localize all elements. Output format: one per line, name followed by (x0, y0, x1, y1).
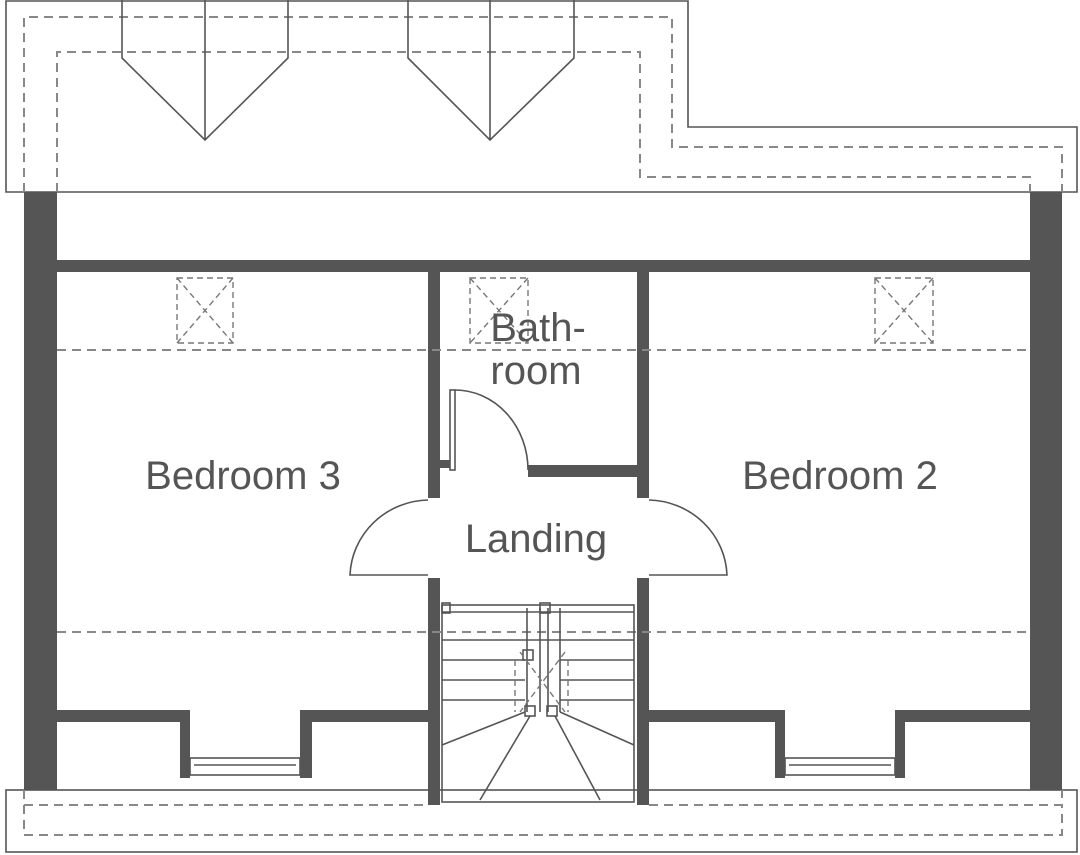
room-label-bedroom-3: Bedroom 3 (145, 454, 341, 498)
dormer-right (407, 0, 575, 142)
landing-door-swings-icon (349, 499, 728, 576)
walls (24, 192, 1062, 805)
skylight-icon (176, 277, 234, 344)
room-label-bedroom-2: Bedroom 2 (742, 454, 938, 498)
roof-outline (5, 0, 1078, 193)
room-label-bathroom-line2: room (490, 349, 581, 393)
bathroom-door-icon (449, 389, 529, 471)
ceiling-slope-lines (57, 349, 1030, 633)
staircase-icon (441, 602, 635, 803)
room-label-landing: Landing (465, 517, 607, 561)
skylight-icon (874, 277, 934, 344)
window-right (784, 757, 896, 776)
dormer-left (121, 0, 289, 142)
room-label-bathroom-line1: Bath- (490, 306, 586, 350)
bottom-eaves (5, 789, 1078, 853)
window-left (189, 757, 301, 776)
skylight-icon (469, 277, 529, 344)
